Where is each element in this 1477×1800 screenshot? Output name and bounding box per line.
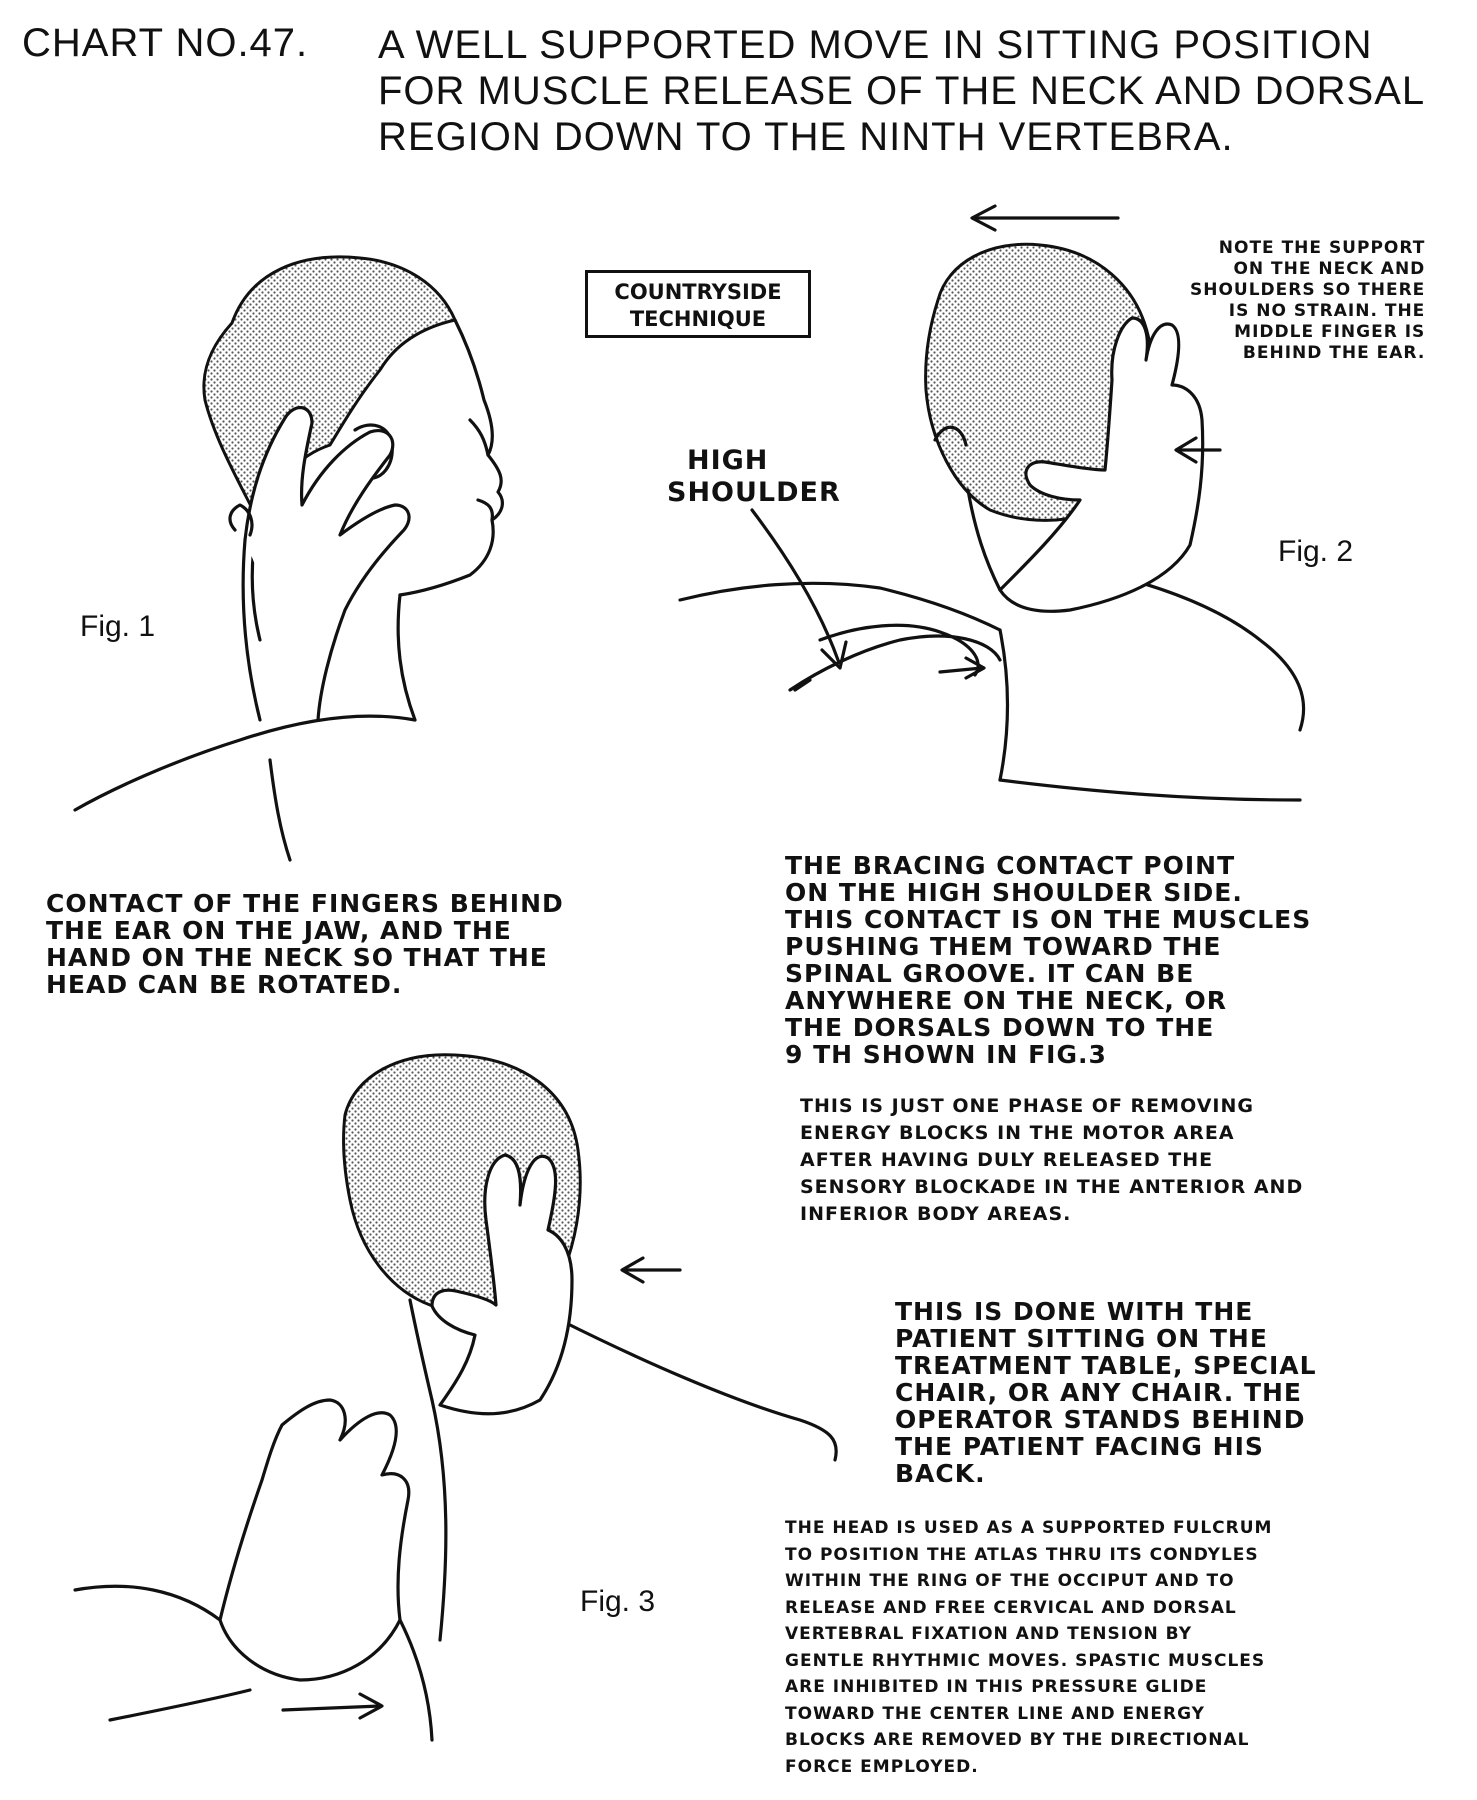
note-line: CONTACT OF THE FINGERS BEHIND	[46, 889, 564, 918]
technique-box: COUNTRYSIDE TECHNIQUE	[585, 270, 811, 338]
note-line: TOWARD THE CENTER LINE AND ENERGY	[785, 1703, 1205, 1724]
fig-3-label: Fig. 3	[580, 1585, 656, 1618]
note-line: 9 TH SHOWN IN FIG.3	[785, 1040, 1107, 1069]
note-line: OPERATOR STANDS BEHIND	[895, 1405, 1306, 1434]
high-shoulder-label: HIGH SHOULDER	[667, 445, 841, 509]
note-line: GENTLE RHYTHMIC MOVES. SPASTIC MUSCLES	[785, 1650, 1266, 1671]
note-line: TO POSITION THE ATLAS THRU ITS CONDYLES	[785, 1544, 1259, 1565]
title-line: REGION DOWN TO THE NINTH VERTEBRA.	[378, 115, 1234, 159]
support-note: NOTE THE SUPPORT ON THE NECK AND SHOULDE…	[1190, 238, 1425, 364]
phase-note: THIS IS JUST ONE PHASE OF REMOVING ENERG…	[800, 1093, 1303, 1228]
high-shoulder-line: HIGH	[687, 445, 769, 476]
note-line: THIS IS JUST ONE PHASE OF REMOVING	[800, 1095, 1254, 1117]
note-line: AFTER HAVING DULY RELEASED THE	[800, 1149, 1214, 1171]
bracing-note: THE BRACING CONTACT POINT ON THE HIGH SH…	[785, 852, 1311, 1068]
note-line: HEAD CAN BE ROTATED.	[46, 970, 403, 999]
note-line: HAND ON THE NECK SO THAT THE	[46, 943, 548, 972]
note-line: THE DORSALS DOWN TO THE	[785, 1013, 1215, 1042]
fulcrum-note: THE HEAD IS USED AS A SUPPORTED FULCRUM …	[785, 1515, 1272, 1780]
note-line: TREATMENT TABLE, SPECIAL	[895, 1351, 1317, 1380]
title-line: FOR MUSCLE RELEASE OF THE NECK AND DORSA…	[378, 69, 1426, 113]
note-line: ON THE NECK AND	[1233, 259, 1426, 279]
note-line: SENSORY BLOCKADE IN THE ANTERIOR AND	[800, 1176, 1304, 1198]
note-line: THE EAR ON THE JAW, AND THE	[46, 916, 512, 945]
note-line: FORCE EMPLOYED.	[785, 1756, 979, 1777]
note-line: SHOULDERS SO THERE	[1190, 280, 1426, 300]
note-line: ENERGY BLOCKS IN THE MOTOR AREA	[800, 1122, 1235, 1144]
note-line: THIS CONTACT IS ON THE MUSCLES	[785, 905, 1312, 934]
note-line: BEHIND THE EAR.	[1242, 343, 1426, 363]
figure-2-illustration	[678, 204, 1306, 802]
note-line: PATIENT SITTING ON THE	[895, 1324, 1268, 1353]
note-line: THE HEAD IS USED AS A SUPPORTED FULCRUM	[785, 1518, 1273, 1538]
note-line: WITHIN THE RING OF THE OCCIPUT AND TO	[785, 1571, 1235, 1591]
note-line: CHAIR, OR ANY CHAIR. THE	[895, 1378, 1303, 1407]
title-line: A WELL SUPPORTED MOVE IN SITTING POSITIO…	[378, 23, 1373, 67]
note-line: RELEASE AND FREE CERVICAL AND DORSAL	[785, 1597, 1237, 1618]
note-line: THIS IS DONE WITH THE	[895, 1297, 1254, 1326]
high-shoulder-line: SHOULDER	[667, 477, 841, 508]
note-line: ANYWHERE ON THE NECK, OR	[785, 986, 1228, 1015]
chart-number: CHART NO.47.	[22, 21, 309, 65]
note-line: VERTEBRAL FIXATION AND TENSION BY	[785, 1624, 1193, 1644]
technique-box-line: TECHNIQUE	[629, 307, 767, 331]
note-line: ON THE HIGH SHOULDER SIDE.	[785, 878, 1243, 907]
note-line: THE BRACING CONTACT POINT	[785, 851, 1236, 880]
note-line: INFERIOR BODY AREAS.	[800, 1203, 1072, 1225]
fig-2-label: Fig. 2	[1278, 535, 1354, 568]
note-line: NOTE THE SUPPORT	[1218, 238, 1426, 258]
note-line: BLOCKS ARE REMOVED BY THE DIRECTIONAL	[785, 1730, 1250, 1750]
technique-box-line: COUNTRYSIDE	[614, 280, 782, 304]
contact-note: CONTACT OF THE FINGERS BEHIND THE EAR ON…	[46, 890, 564, 998]
note-line: BACK.	[895, 1459, 986, 1488]
note-line: SPINAL GROOVE. IT CAN BE	[785, 959, 1195, 988]
note-line: PUSHING THEM TOWARD THE	[785, 932, 1222, 961]
sitting-note: THIS IS DONE WITH THE PATIENT SITTING ON…	[895, 1298, 1317, 1487]
figure-3-illustration	[73, 1053, 838, 1742]
chart-title: A WELL SUPPORTED MOVE IN SITTING POSITIO…	[378, 22, 1468, 160]
figure-1-illustration	[73, 255, 504, 862]
note-line: IS NO STRAIN. THE	[1228, 301, 1426, 321]
fig-1-label: Fig. 1	[80, 610, 156, 643]
note-line: MIDDLE FINGER IS	[1234, 322, 1426, 342]
note-line: THE PATIENT FACING HIS	[895, 1432, 1264, 1461]
note-line: ARE INHIBITED IN THIS PRESSURE GLIDE	[785, 1677, 1208, 1697]
